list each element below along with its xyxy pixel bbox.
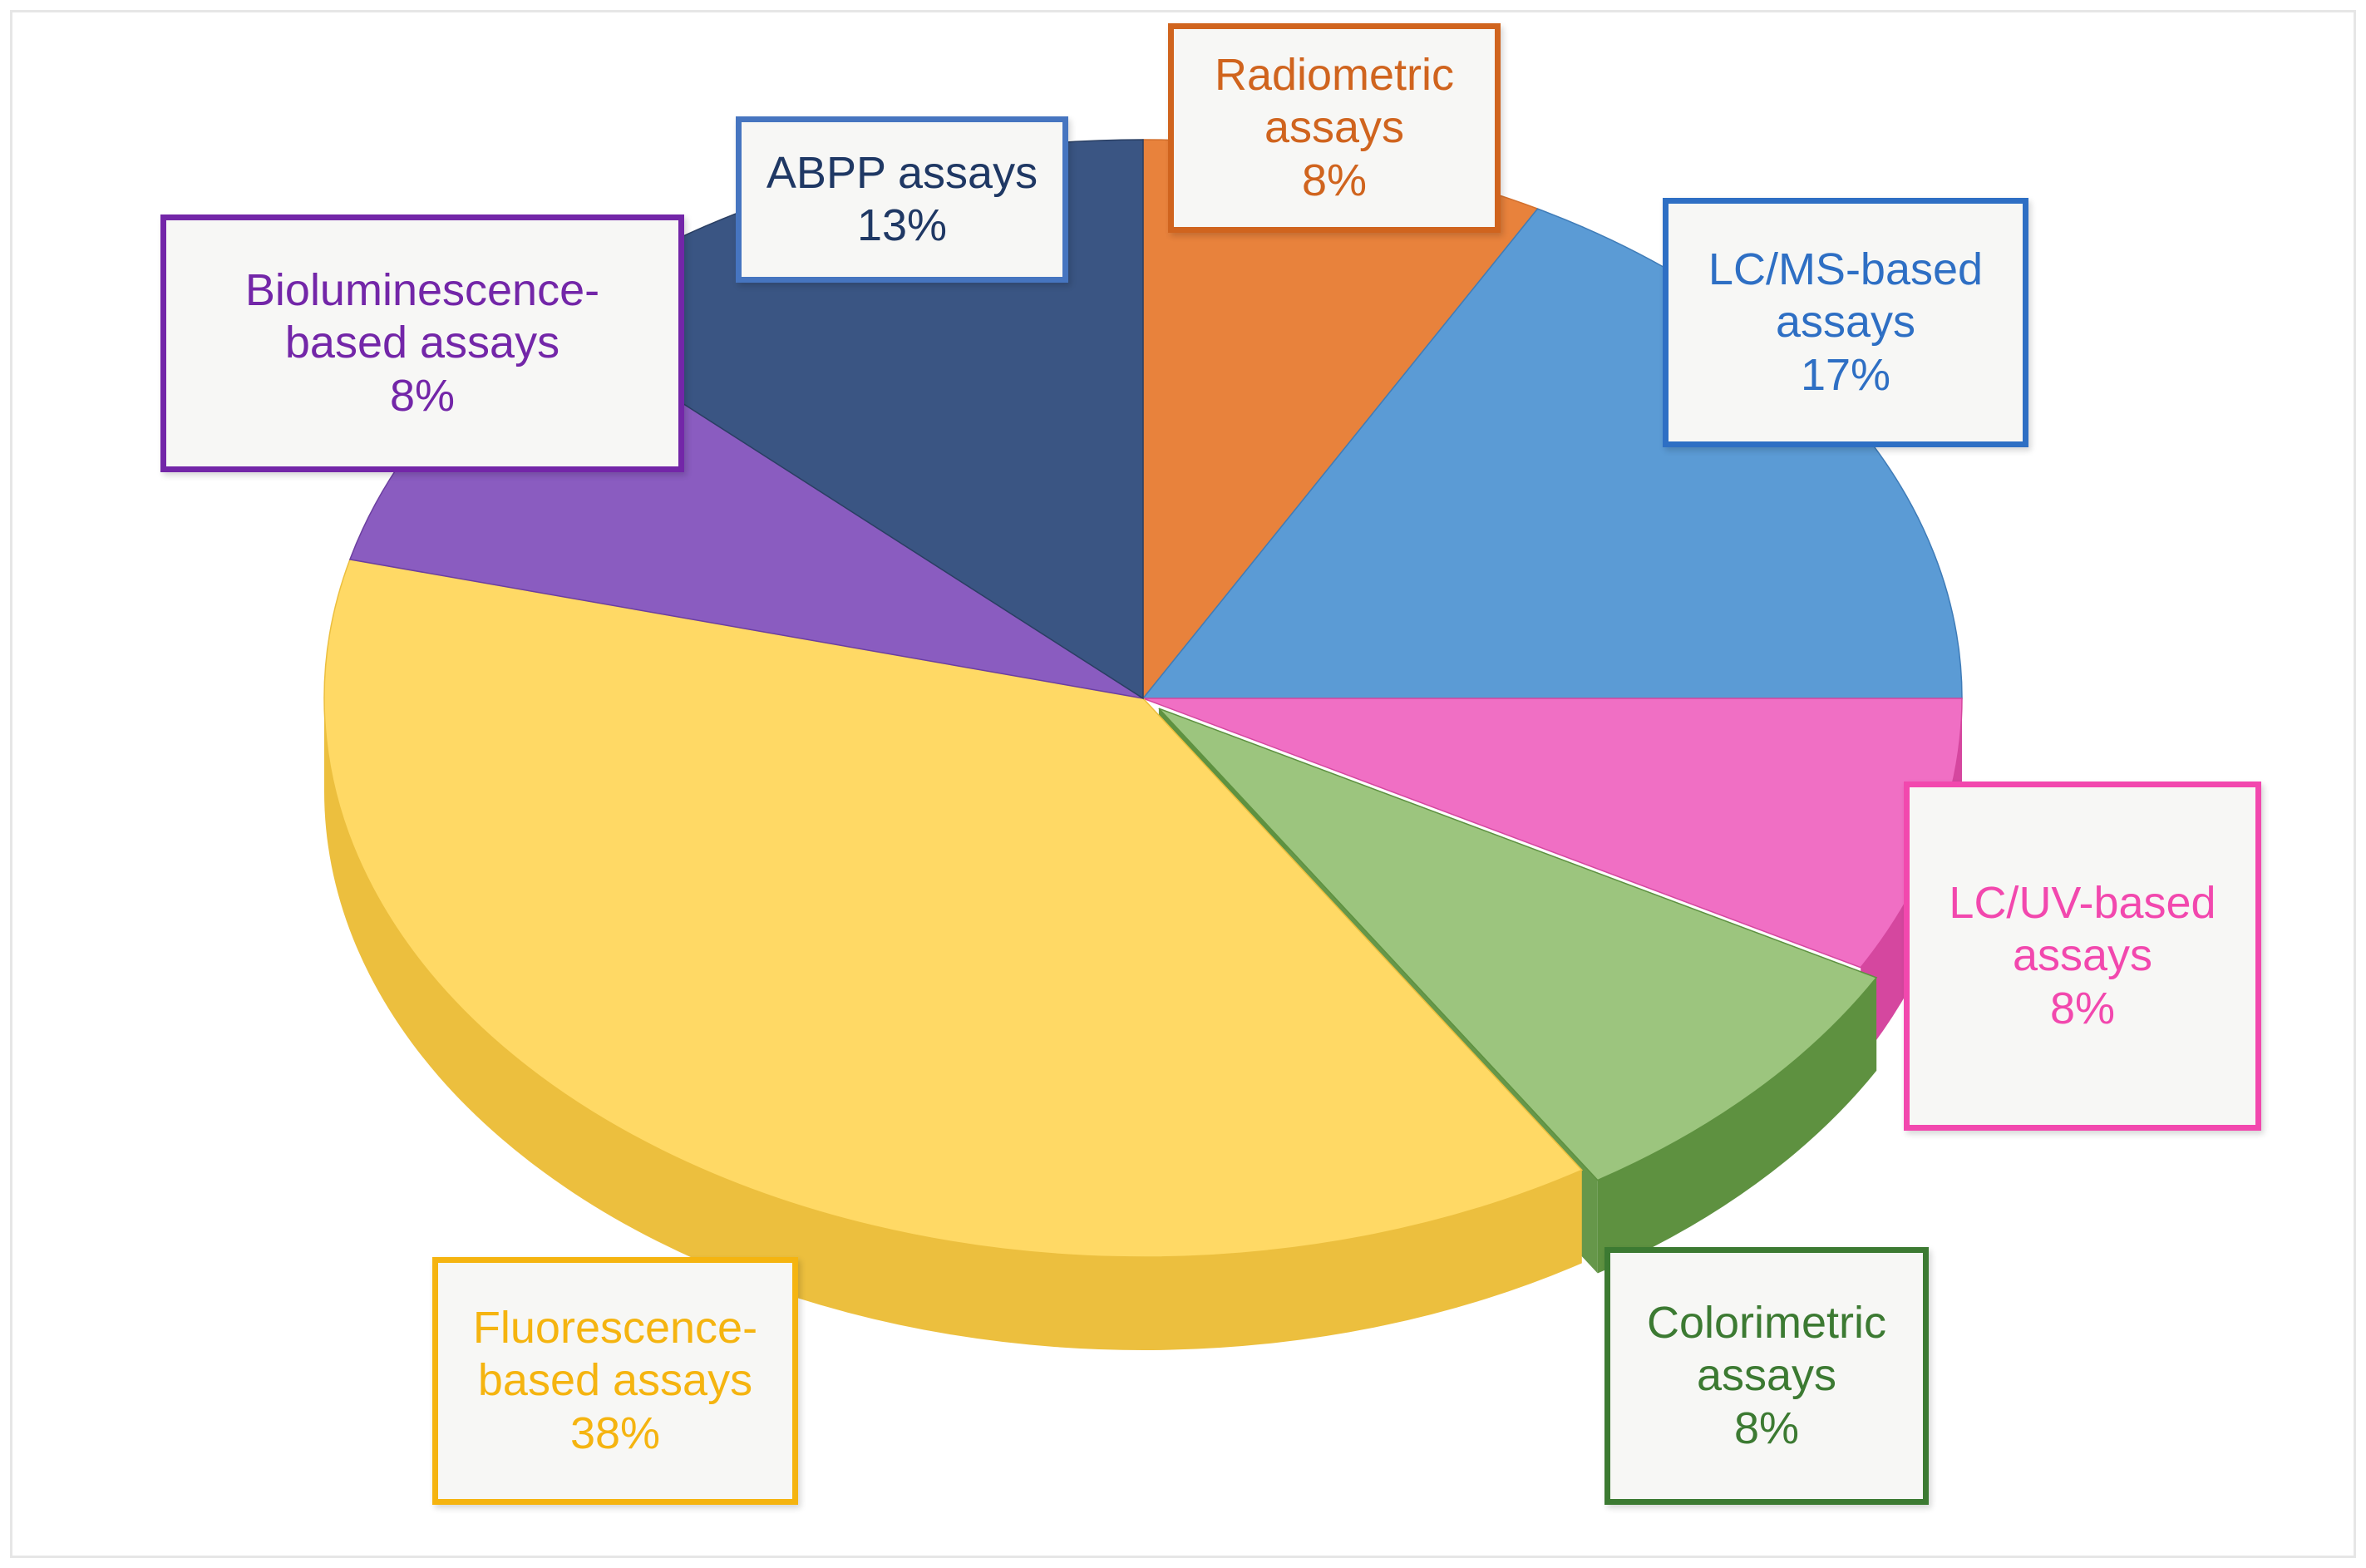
label-colorimetric-assays[interactable]: Colorimetric assays 8%	[1604, 1247, 1929, 1505]
label-lcuv-text2: assays	[2012, 930, 2153, 981]
label-radiometric-assays[interactable]: Radiometric assays 8%	[1168, 23, 1501, 233]
label-lcms-percent: 17%	[1800, 349, 1891, 400]
pie-gloss	[324, 140, 1962, 342]
pie-slices	[323, 139, 1963, 1350]
label-lcuv-percent: 8%	[2049, 983, 2116, 1033]
pie-slice-fluorescence-based-assays[interactable]	[323, 559, 1584, 1258]
label-colorimetric-percent: 8%	[1733, 1403, 1800, 1453]
label-bioluminescence-text2: based assays	[284, 318, 560, 368]
pie-slice-side-wall	[323, 698, 1582, 1350]
label-radiometric-text2: assays	[1264, 102, 1405, 153]
label-lcms-text2: assays	[1775, 297, 1916, 348]
label-bioluminescence-percent: 8%	[389, 370, 456, 421]
label-abpp-percent: 13%	[856, 200, 948, 250]
label-fluorescence-based-assays[interactable]: Fluorescence- based assays 38%	[432, 1257, 798, 1505]
pie-gloss-highlight	[324, 140, 1962, 342]
label-lcuv-based-assays[interactable]: LC/UV-based assays 8%	[1904, 782, 2261, 1131]
label-lcms-based-assays[interactable]: LC/MS-based assays 17%	[1663, 198, 2028, 447]
label-colorimetric-text2: assays	[1696, 1350, 1837, 1401]
pie-slice-colorimetric-assays[interactable]	[1158, 708, 1878, 1181]
label-lcuv-text: LC/UV-based	[1949, 878, 2216, 929]
label-fluorescence-percent: 38%	[569, 1408, 661, 1458]
label-colorimetric-text: Colorimetric	[1646, 1298, 1887, 1349]
label-bioluminescence-based-assays[interactable]: Bioluminescence- based assays 8%	[160, 214, 684, 472]
pie-slice-side-wall	[1597, 977, 1877, 1274]
label-lcms-text: LC/MS-based	[1708, 244, 1984, 295]
pie-slice-side-wall	[1861, 698, 1962, 1061]
label-bioluminescence-text: Bioluminescence-	[244, 265, 600, 316]
label-fluorescence-text: Fluorescence-	[472, 1303, 758, 1354]
label-radiometric-percent: 8%	[1301, 155, 1368, 205]
label-fluorescence-text2: based assays	[477, 1355, 753, 1406]
label-abpp-assays[interactable]: ABPP assays 13%	[736, 116, 1068, 283]
pie-side-walls	[323, 698, 1962, 1350]
label-radiometric-text: Radiometric	[1214, 50, 1455, 101]
label-abpp-text: ABPP assays	[766, 147, 1038, 198]
